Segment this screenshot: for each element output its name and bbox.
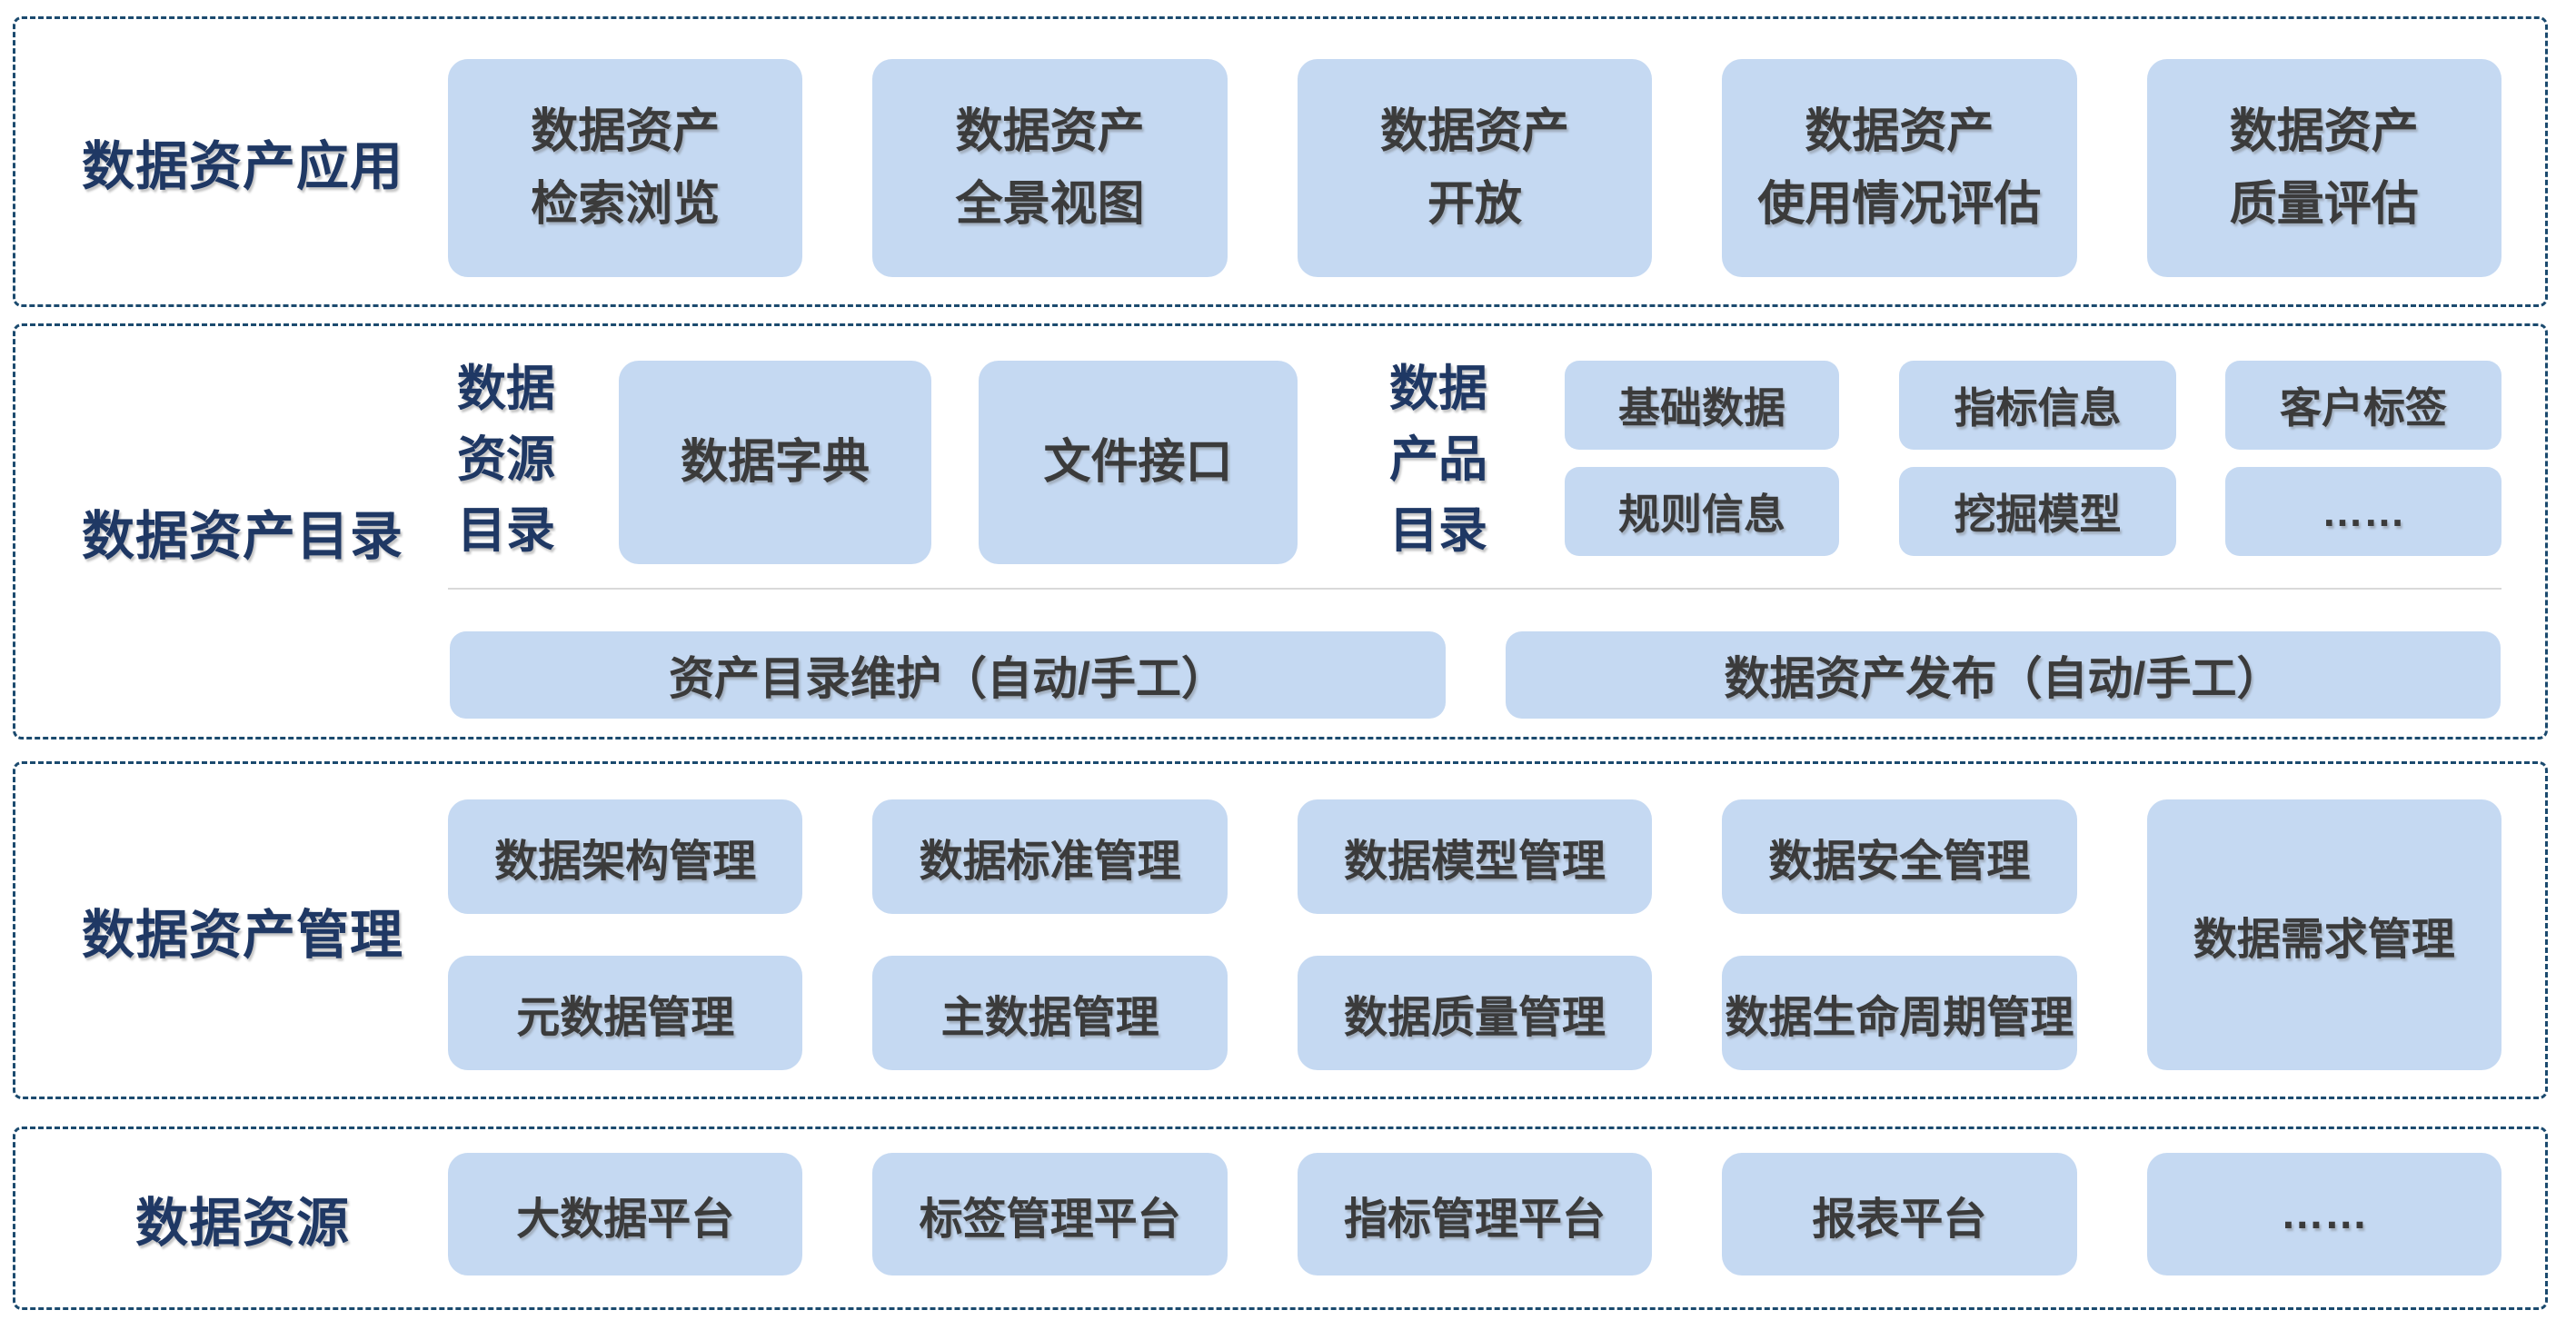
res-box-ellipsis: …… — [2146, 1153, 2501, 1275]
res-box-report-platform: 报表平台 — [1722, 1153, 2077, 1275]
app-box-panorama-view: 数据资产全景视图 — [872, 59, 1228, 277]
mgmt-box-data-lifecycle: 数据生命周期管理 — [1722, 956, 2077, 1070]
mgmt-box-data-demand: 数据需求管理 — [2146, 799, 2501, 1070]
catalog-box-indicator-info: 指标信息 — [1899, 361, 2176, 450]
mgmt-box-metadata: 元数据管理 — [448, 956, 803, 1070]
box-text: 数据资产检索浏览 — [531, 105, 721, 231]
application-box-grid: 数据资产检索浏览 数据资产全景视图 数据资产开放 数据资产使用情况评估 数据资产… — [448, 59, 2501, 277]
section-data-asset-management: 数据资产管理 数据需求管理 数据架构管理 数据标准管理 数据模型管理 数据安全管… — [13, 761, 2548, 1099]
mgmt-box-data-security: 数据安全管理 — [1722, 799, 2077, 914]
catalog-box-catalog-maintenance: 资产目录维护（自动/手工） — [450, 631, 1446, 719]
res-box-bigdata-platform: 大数据平台 — [448, 1153, 803, 1275]
section-label-resources: 数据资源 — [134, 1194, 350, 1253]
catalog-box-mining-model: 挖掘模型 — [1899, 467, 2176, 556]
catalog-box-asset-publish: 数据资产发布（自动/手工） — [1506, 631, 2501, 719]
res-box-tag-platform: 标签管理平台 — [872, 1153, 1228, 1275]
catalog-box-data-dictionary: 数据字典 — [619, 361, 931, 564]
resources-box-grid: 大数据平台 标签管理平台 指标管理平台 报表平台 …… — [448, 1153, 2501, 1275]
catalog-box-customer-tag: 客户标签 — [2225, 361, 2501, 450]
app-box-usage-evaluation: 数据资产使用情况评估 — [1722, 59, 2077, 277]
box-text: 数据资产开放 — [1379, 105, 1569, 231]
section-data-asset-catalog: 数据资产目录 数据 资源 目录 数据字典 文件接口 数据 产品 目录 基础数据 … — [13, 323, 2548, 739]
catalog-box-rule-info: 规则信息 — [1565, 467, 1839, 556]
mgmt-box-data-standard: 数据标准管理 — [872, 799, 1228, 914]
box-text: 数据资产使用情况评估 — [1757, 105, 2042, 231]
app-box-quality-evaluation: 数据资产质量评估 — [2146, 59, 2501, 277]
product-catalog-group-label: 数据 产品 目录 — [1389, 362, 1487, 558]
res-box-indicator-platform: 指标管理平台 — [1297, 1153, 1653, 1275]
section-label-catalog: 数据资产目录 — [81, 507, 403, 566]
box-text: 数据资产全景视图 — [955, 105, 1145, 231]
management-box-grid: 数据需求管理 数据架构管理 数据标准管理 数据模型管理 数据安全管理 元数据管理… — [448, 799, 2501, 1070]
section-label-management: 数据资产管理 — [81, 906, 403, 965]
resource-catalog-group-label: 数据 资源 目录 — [457, 362, 555, 558]
catalog-box-ellipsis: …… — [2225, 467, 2501, 556]
mgmt-box-data-model: 数据模型管理 — [1297, 799, 1653, 914]
catalog-box-basic-data: 基础数据 — [1565, 361, 1839, 450]
catalog-box-file-interface: 文件接口 — [979, 361, 1298, 564]
section-label-application: 数据资产应用 — [81, 137, 403, 196]
mgmt-box-data-architecture: 数据架构管理 — [448, 799, 803, 914]
section-data-resources: 数据资源 大数据平台 标签管理平台 指标管理平台 报表平台 …… — [13, 1127, 2548, 1310]
app-box-open: 数据资产开放 — [1297, 59, 1653, 277]
mgmt-box-data-quality: 数据质量管理 — [1297, 956, 1653, 1070]
app-box-retrieval-browse: 数据资产检索浏览 — [448, 59, 803, 277]
mgmt-box-master-data: 主数据管理 — [872, 956, 1228, 1070]
box-text: 数据资产质量评估 — [2229, 105, 2419, 231]
divider-line — [448, 588, 2501, 590]
section-data-asset-application: 数据资产应用 数据资产检索浏览 数据资产全景视图 数据资产开放 数据资产使用情况… — [13, 16, 2548, 307]
